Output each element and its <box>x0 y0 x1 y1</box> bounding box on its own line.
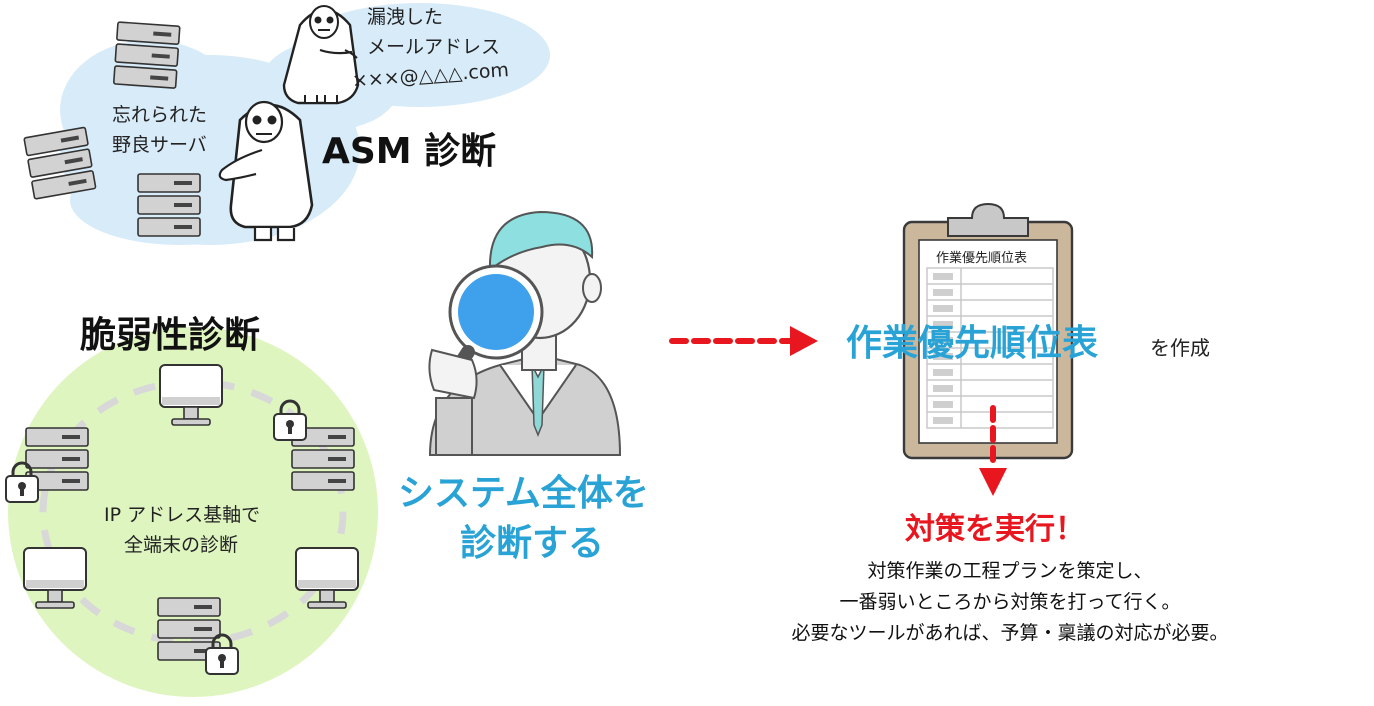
inspector-person-icon <box>428 210 622 456</box>
action-desc-line2: 一番弱いところから対策を打って行く。 <box>839 591 1181 613</box>
clipboard-icon <box>902 202 1074 460</box>
priority-suffix: を作成 <box>1150 336 1210 360</box>
reaper-icon <box>218 100 314 242</box>
action-desc-line3: 必要なツールがあれば、予算・稟議の対応が必要。 <box>791 622 1229 644</box>
server-icon <box>23 126 97 200</box>
center-caption-line2: 診断する <box>460 523 605 564</box>
vuln-title: 脆弱性診断 <box>80 315 261 356</box>
asm-title: ASM 診断 <box>322 131 497 172</box>
leak-label-line1: 漏洩した <box>367 6 444 28</box>
center-caption-line1: システム全体を <box>398 473 649 514</box>
stray-label-line1: 忘れられた <box>112 104 208 126</box>
action-description: 対策作業の工程プランを策定し、 一番弱いところから対策を打って行く。 必要なツー… <box>740 556 1280 649</box>
priority-headline: 作業優先順位表 <box>846 323 1099 364</box>
server-icon <box>112 21 181 89</box>
action-headline: 対策を実行！ <box>905 512 1085 547</box>
server-icon <box>137 173 201 237</box>
leak-label-line2: メールアドレス <box>367 36 501 58</box>
vuln-center-line1: IP アドレス基軸で <box>104 504 261 526</box>
stray-label-line2: 野良サーバ <box>112 134 207 156</box>
flow-arrow-right <box>669 326 818 356</box>
reaper-icon <box>282 5 360 105</box>
vuln-center-line2: 全端末の診断 <box>124 534 239 556</box>
action-desc-line1: 対策作業の工程プランを策定し、 <box>867 560 1153 582</box>
clipboard-title: 作業優先順位表 <box>936 251 1028 266</box>
flow-arrow-down <box>979 405 1007 496</box>
